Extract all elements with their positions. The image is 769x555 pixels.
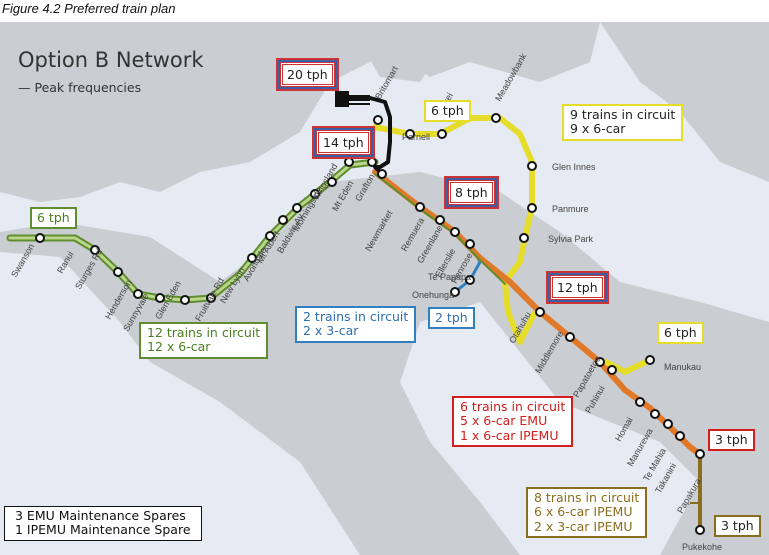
station-dot bbox=[405, 129, 415, 139]
station-label: Pukekohe bbox=[682, 542, 722, 552]
station-dot bbox=[415, 202, 425, 212]
eastern-circuit-line-1: 9 trains in circuit bbox=[570, 107, 676, 122]
onehunga-circuit-line-2: 2 x 3-car bbox=[303, 323, 359, 339]
station-label: Te Papapa bbox=[428, 272, 471, 282]
pukekohe-frequency-box: 3 tph bbox=[714, 515, 761, 538]
station-dot bbox=[695, 525, 705, 535]
station-dot bbox=[113, 267, 123, 277]
figure-caption: Figure 4.2 Preferred train plan bbox=[2, 1, 176, 16]
onehunga-frequency-box: 2 tph bbox=[428, 307, 475, 330]
station-dot bbox=[607, 365, 617, 375]
southern-circuit-line-1: 6 trains in circuit bbox=[460, 399, 566, 414]
station-dot bbox=[247, 253, 257, 263]
station-label: Panmure bbox=[552, 204, 589, 214]
station-dot bbox=[133, 289, 143, 299]
legend-title: Option B Network bbox=[18, 48, 204, 72]
onehunga-circuit-line-1: 2 trains in circuit bbox=[303, 309, 409, 324]
station-dot bbox=[635, 397, 645, 407]
station-dot bbox=[90, 245, 100, 255]
core-trunk bbox=[338, 96, 392, 174]
station-label: Parnell bbox=[402, 132, 430, 142]
pukekohe-circuit-line-1: 8 trains in circuit bbox=[534, 490, 640, 505]
station-dot bbox=[344, 157, 354, 167]
station-dot bbox=[437, 129, 447, 139]
station-dot bbox=[675, 431, 685, 441]
legend-subtitle: — Peak frequencies bbox=[18, 80, 142, 95]
station-dot bbox=[695, 449, 705, 459]
station-dot bbox=[519, 233, 529, 243]
station-dot bbox=[595, 357, 605, 367]
station-label: Sylvia Park bbox=[548, 234, 594, 244]
station-dot bbox=[645, 355, 655, 365]
southern-circuit-line-2: 5 x 6-car EMU bbox=[460, 413, 548, 429]
frequency-badge-grafton: 14 tph bbox=[316, 130, 371, 155]
station-dot bbox=[373, 115, 383, 125]
station-dot bbox=[527, 161, 537, 171]
station-dot bbox=[465, 239, 475, 249]
western-circuit-line-1: 12 trains in circuit bbox=[147, 325, 261, 340]
eastern-frequency-box: 6 tph bbox=[424, 100, 471, 123]
maintenance-spares-box: 3 EMU Maintenance Spares 1 IPEMU Mainten… bbox=[4, 506, 202, 541]
eastern-circuit-line-2: 9 x 6-car bbox=[570, 121, 626, 137]
station-dot bbox=[465, 275, 475, 285]
western-frequency-box: 6 tph bbox=[30, 207, 77, 230]
frequency-badge-southern: 12 tph bbox=[550, 275, 605, 300]
station-dot bbox=[206, 293, 216, 303]
pukekohe-circuit-box: 8 trains in circuit 6 x 6-car IPEMU 2 x … bbox=[526, 487, 648, 539]
manukau-frequency-box: 6 tph bbox=[657, 322, 704, 345]
station-dot bbox=[327, 177, 337, 187]
western-circuit-box: 12 trains in circuit 12 x 6-car bbox=[139, 322, 269, 359]
southern-circuit-box: 6 trains in circuit 5 x 6-car EMU 1 x 6-… bbox=[452, 396, 574, 448]
onehunga-circuit-box: 2 trains in circuit 2 x 3-car bbox=[295, 306, 417, 343]
station-label: Onehunga bbox=[412, 290, 454, 300]
station-dot bbox=[310, 189, 320, 199]
station-dot bbox=[565, 332, 575, 342]
frequency-badge-newmarket: 8 tph bbox=[448, 180, 495, 205]
station-dot bbox=[292, 203, 302, 213]
station-dot bbox=[650, 409, 660, 419]
station-dot bbox=[278, 215, 288, 225]
western-circuit-line-2: 12 x 6-car bbox=[147, 339, 211, 355]
station-label: Manukau bbox=[664, 362, 701, 372]
spares-line-1: 3 EMU Maintenance Spares bbox=[15, 508, 186, 523]
station-dot bbox=[180, 295, 190, 305]
station-dot bbox=[435, 215, 445, 225]
station-dot bbox=[535, 307, 545, 317]
station-dot bbox=[450, 287, 460, 297]
station-dot bbox=[155, 293, 165, 303]
southern-circuit-line-3: 1 x 6-car IPEMU bbox=[460, 427, 559, 443]
southern-frequency-box: 3 tph bbox=[708, 429, 755, 452]
station-dots bbox=[35, 113, 705, 535]
eastern-circuit-box: 9 trains in circuit 9 x 6-car bbox=[562, 104, 684, 141]
station-dot bbox=[377, 169, 387, 179]
frequency-badge-central: 20 tph bbox=[280, 62, 335, 87]
station-label: Glen Innes bbox=[552, 162, 596, 172]
spares-line-2: 1 IPEMU Maintenance Spare bbox=[15, 522, 191, 538]
pukekohe-circuit-line-2: 6 x 6-car IPEMU bbox=[534, 504, 633, 520]
britomart-terminal bbox=[335, 91, 370, 107]
rail-network-map: BritomartParnellOrakeiMeadowbankGlen Inn… bbox=[0, 22, 769, 555]
station-dot bbox=[450, 227, 460, 237]
pukekohe-circuit-line-3: 2 x 3-car IPEMU bbox=[534, 518, 633, 534]
station-dot bbox=[491, 113, 501, 123]
station-dot bbox=[663, 419, 673, 429]
station-dot bbox=[35, 233, 45, 243]
station-dot bbox=[527, 203, 537, 213]
station-dot bbox=[367, 157, 377, 167]
station-dot bbox=[265, 231, 275, 241]
